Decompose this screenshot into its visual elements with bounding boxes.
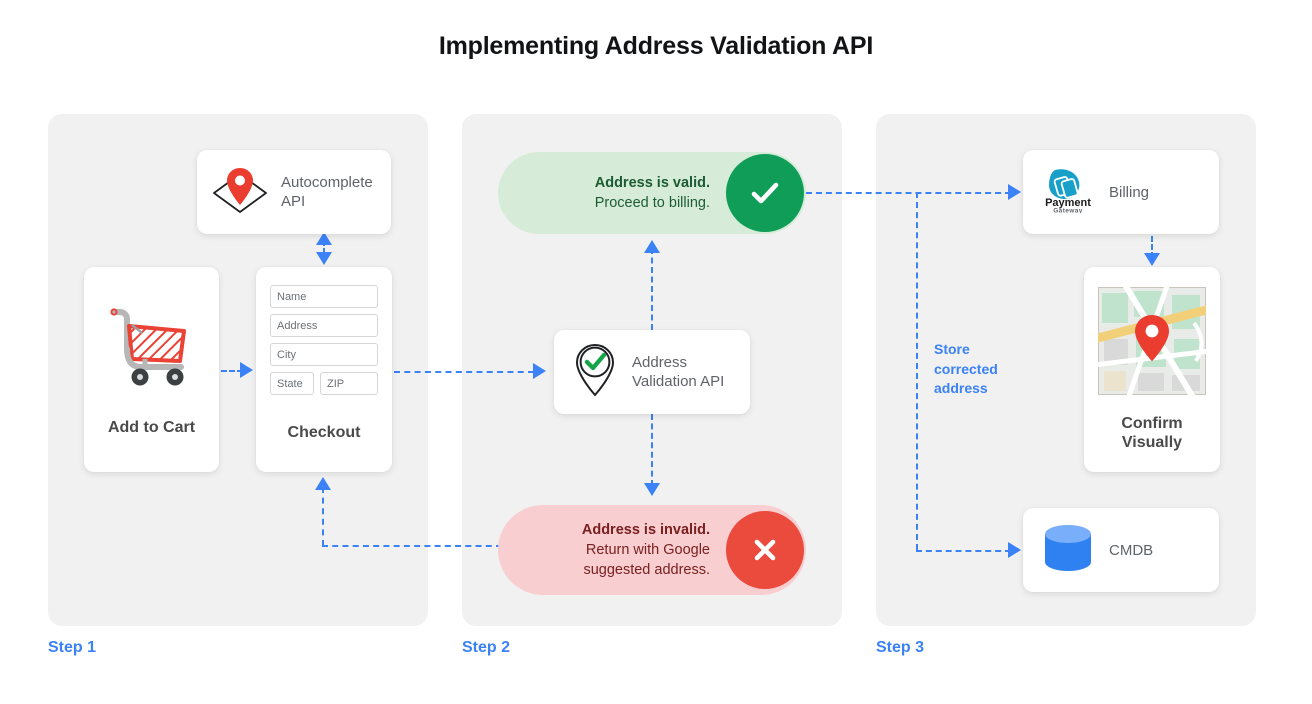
connector-invalid-return-horizontal: [322, 545, 502, 547]
address-field[interactable]: Address: [270, 314, 378, 337]
confirm-visually-card[interactable]: Confirm Visually: [1084, 267, 1220, 472]
step1-label: Step 1: [48, 639, 97, 656]
connector-autocomplete-checkout: [323, 240, 325, 262]
state-field[interactable]: State: [270, 372, 314, 395]
connector-billing-to-confirm: [1151, 236, 1153, 258]
connector-cart-to-checkout: [221, 370, 243, 372]
connector-invalid-return-vertical: [322, 487, 324, 546]
valid-line-2: Proceed to billing.: [594, 195, 710, 211]
store-corrected-note: Store corrected address: [934, 341, 998, 396]
autocomplete-api-label: Autocomplete API: [281, 174, 373, 210]
step3-label: Step 3: [876, 639, 925, 656]
confirm-visually-label: Confirm Visually: [1121, 415, 1183, 451]
arrowhead-valid-to-billing: [1008, 184, 1021, 200]
billing-label: Billing: [1109, 183, 1150, 201]
x-circle-icon: [726, 511, 804, 589]
connector-validation-to-invalid: [651, 414, 653, 486]
zip-field[interactable]: ZIP: [320, 372, 378, 395]
checkout-card[interactable]: Name Address City State ZIP Checkout: [256, 267, 392, 472]
check-circle-icon: [726, 154, 804, 232]
address-validation-api-label: Address Validation API: [632, 354, 725, 390]
cmdb-card[interactable]: CMDB: [1023, 508, 1219, 592]
arrowhead-up-autocomplete: [316, 232, 332, 245]
billing-card[interactable]: Payment Gateway Billing: [1023, 150, 1219, 234]
step2-label: Step 2: [462, 639, 511, 656]
add-to-cart-label: Add to Cart: [107, 418, 196, 436]
add-to-cart-card[interactable]: Add to Cart: [84, 267, 219, 472]
page-title: Implementing Address Validation API: [438, 32, 874, 60]
shopping-cart-icon: [102, 303, 202, 404]
arrowhead-cart-to-checkout: [240, 362, 253, 378]
arrowhead-down-checkout: [316, 252, 332, 265]
address-valid-pill: Address is valid. Proceed to billing.: [498, 152, 806, 234]
invalid-line-2: Return with Google: [585, 542, 710, 558]
svg-text:Payment: Payment: [1045, 197, 1091, 209]
payment-gateway-logo: Payment Gateway: [1037, 167, 1099, 218]
database-cylinder-icon: [1041, 523, 1095, 578]
connector-store-corrected-horizontal: [916, 550, 1011, 552]
connector-valid-to-billing: [806, 192, 1011, 194]
autocomplete-api-card[interactable]: Autocomplete API: [197, 150, 391, 234]
arrowhead-invalid-return: [315, 477, 331, 490]
arrowhead-checkout-to-validation: [533, 363, 546, 379]
cmdb-label: CMDB: [1109, 541, 1154, 559]
address-valid-text: Address is valid. Proceed to billing.: [595, 173, 726, 213]
invalid-line-3: suggested address.: [583, 562, 710, 578]
map-thumbnail-icon: [1092, 281, 1212, 401]
state-zip-row: State ZIP: [270, 372, 378, 401]
address-invalid-text: Address is invalid. Return with Google s…: [582, 520, 726, 580]
arrowhead-billing-to-confirm: [1144, 253, 1160, 266]
arrowhead-validation-to-invalid: [644, 483, 660, 496]
valid-line-1: Address is valid.: [594, 175, 710, 191]
checkout-label: Checkout: [287, 424, 361, 441]
connector-store-corrected-vertical: [916, 192, 918, 550]
pin-check-icon: [570, 341, 620, 404]
arrowhead-store-to-cmdb: [1008, 542, 1021, 558]
invalid-line-1: Address is invalid.: [581, 522, 710, 538]
svg-text:Gateway: Gateway: [1053, 207, 1083, 213]
connector-checkout-to-validation: [394, 371, 534, 373]
map-pin-envelope-icon: [211, 164, 269, 221]
address-validation-api-card[interactable]: Address Validation API: [554, 330, 750, 414]
name-field[interactable]: Name: [270, 285, 378, 308]
connector-validation-to-valid: [651, 248, 653, 330]
city-field[interactable]: City: [270, 343, 378, 366]
arrowhead-validation-to-valid: [644, 240, 660, 253]
address-invalid-pill: Address is invalid. Return with Google s…: [498, 505, 806, 595]
